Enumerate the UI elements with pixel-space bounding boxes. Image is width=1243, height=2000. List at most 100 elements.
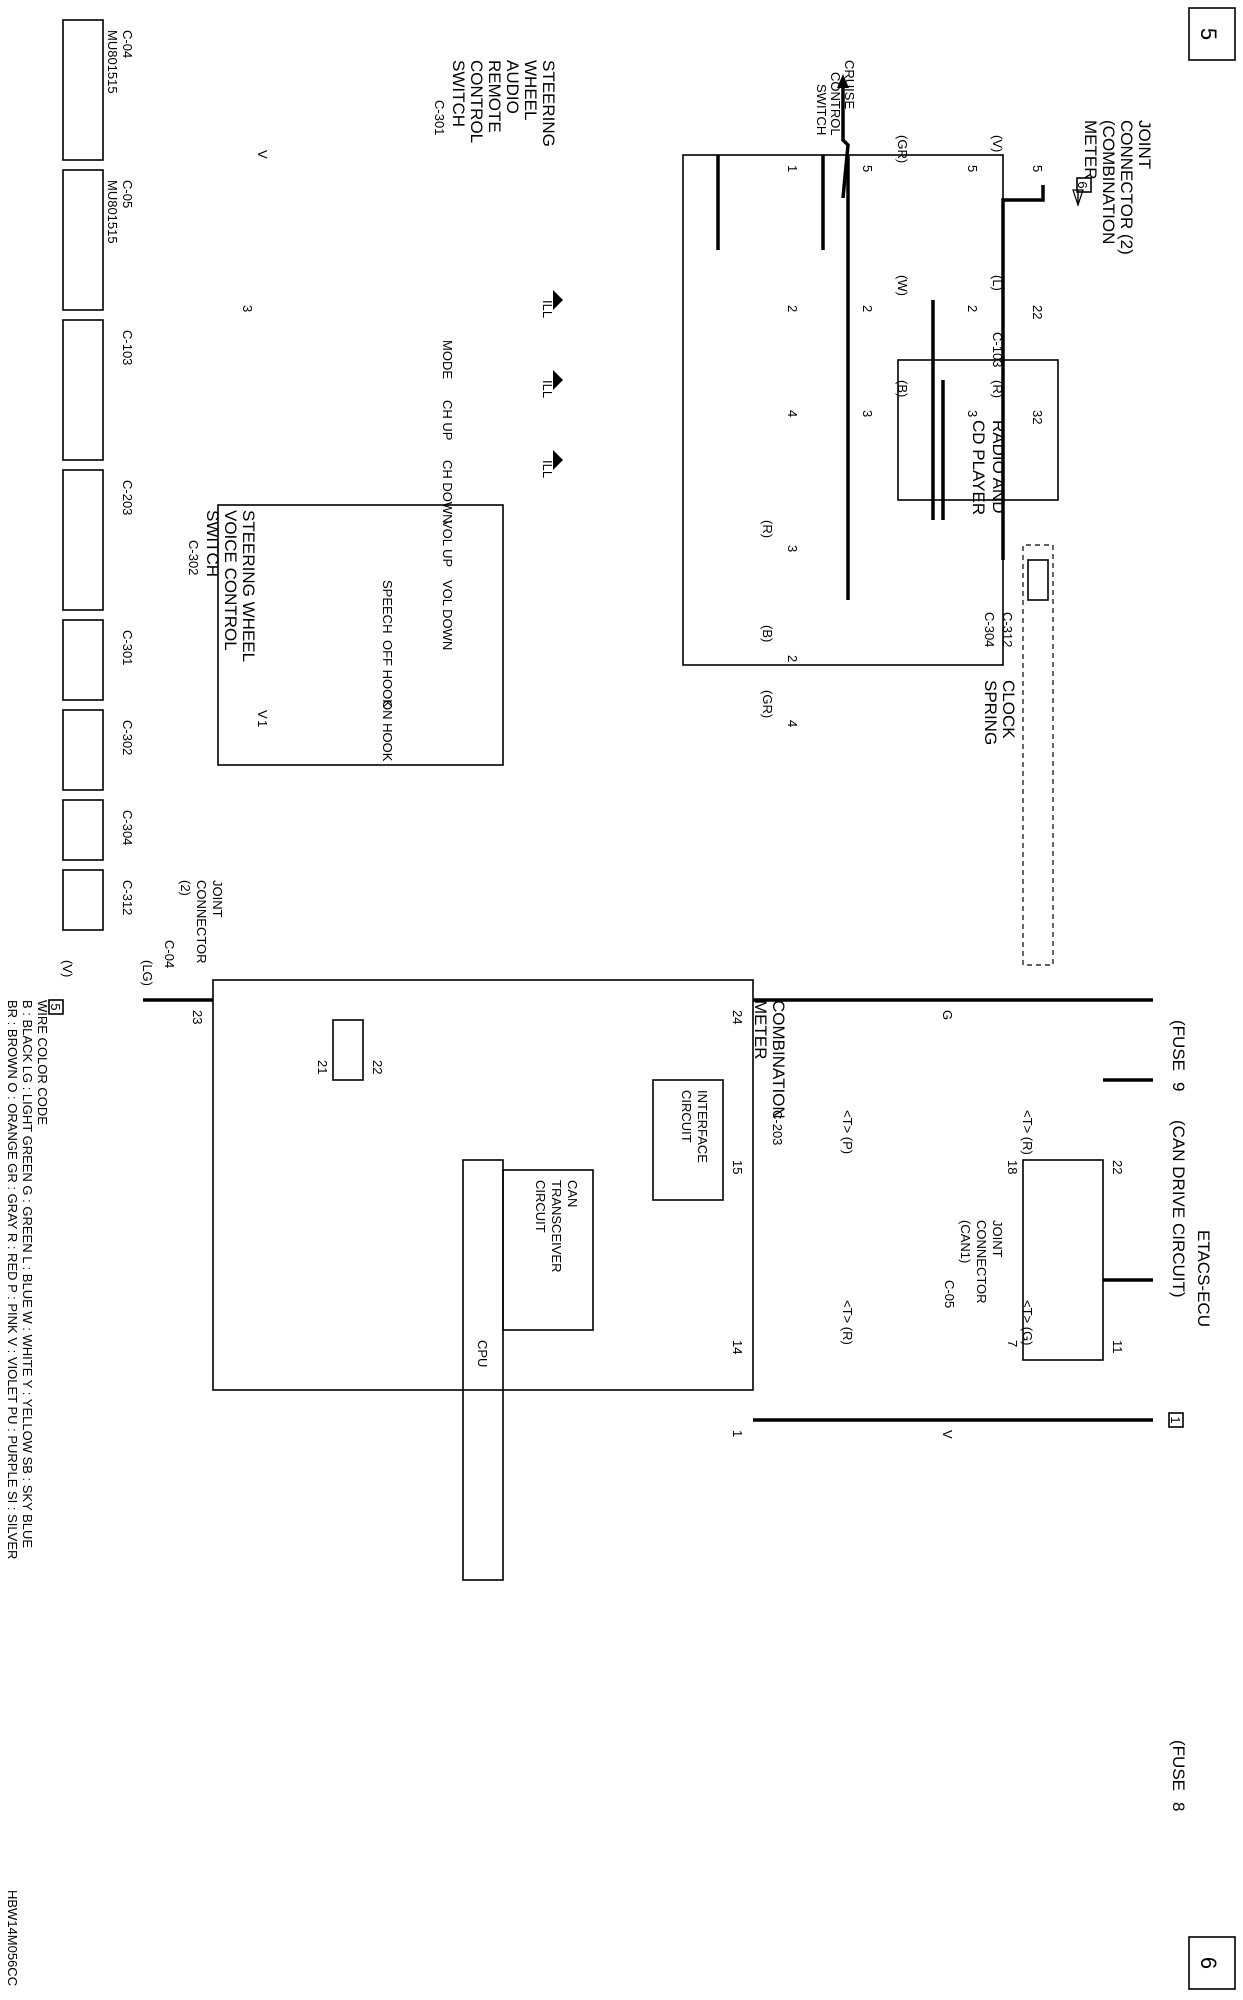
svg-text:WHEEL: WHEEL [521, 60, 540, 120]
svg-text:SWITCH: SWITCH [814, 84, 829, 135]
svg-text:2: 2 [965, 305, 980, 312]
right-wire-labels: G <T> (R) <T> (G) <T> (P) <T> (R) V (LG)… [60, 960, 1035, 1439]
ch-up-switch: CH UP [440, 400, 455, 440]
svg-text:(B): (B) [760, 625, 775, 642]
cpu-box [462, 1159, 504, 1581]
joint-connector-can-box [1022, 1159, 1104, 1361]
clock-spring-label: CLOCK [999, 680, 1018, 739]
connector-c103: C-103 [62, 319, 135, 461]
svg-text:C-301: C-301 [120, 630, 135, 665]
svg-text:METER: METER [751, 1000, 770, 1060]
svg-text:CIRCUIT: CIRCUIT [533, 1180, 548, 1233]
svg-text:(R): (R) [990, 380, 1005, 398]
svg-text:6: 6 [1075, 181, 1090, 188]
page-number-top: 5 [1188, 7, 1236, 61]
wire-v-top [1001, 185, 1045, 560]
svg-text:V: V [255, 150, 270, 159]
svg-text:STEERING: STEERING [539, 60, 558, 147]
audio-switches: MODE CH UP CH DOWN VOL UP VOL DOWN [440, 340, 455, 650]
svg-text:14: 14 [730, 1340, 745, 1354]
svg-text:VOICE CONTROL: VOICE CONTROL [221, 510, 240, 651]
svg-text:11: 11 [1110, 1340, 1125, 1354]
svg-text:C-103: C-103 [120, 330, 135, 365]
can-drive-label: (CAN DRIVE CIRCUIT) [1169, 1120, 1188, 1298]
svg-text:CONNECTOR (2): CONNECTOR (2) [1117, 120, 1136, 255]
svg-text:CRUISE: CRUISE [842, 60, 857, 109]
svg-text:32: 32 [1030, 410, 1045, 424]
joint-can-label: JOINT CONNECTOR (CAN1) C-05 [942, 1220, 1005, 1308]
svg-text:(R): (R) [760, 520, 775, 538]
svg-text:3: 3 [240, 305, 255, 312]
on-hook-switch: ON HOOK [380, 700, 395, 762]
interface-circuit-box [652, 1079, 724, 1201]
svg-text:3: 3 [785, 545, 800, 552]
svg-text:4: 4 [785, 720, 800, 727]
ground-ref-5: 5 [48, 999, 64, 1015]
svg-text:22: 22 [1110, 1160, 1125, 1174]
svg-text:2: 2 [860, 305, 875, 312]
connector-c302: C-302 [62, 709, 135, 791]
svg-text:<T> (R): <T> (R) [840, 1300, 855, 1345]
svg-text:(2): (2) [178, 880, 193, 896]
svg-text:<T> (P): <T> (P) [840, 1110, 855, 1154]
svg-text:COMBINATION: COMBINATION [769, 1000, 788, 1119]
svg-text:JOINT: JOINT [990, 1220, 1005, 1258]
svg-text:5: 5 [48, 1003, 63, 1010]
voice-switch-label: STEERING WHEEL VOICE CONTROL SWITCH C-30… [186, 510, 258, 662]
fuse-ref-1: 1 [1168, 1412, 1184, 1428]
svg-text:(CAN1): (CAN1) [958, 1220, 973, 1263]
voice-switches: SPEECH OFF HOOK ON HOOK [380, 580, 395, 762]
svg-text:1: 1 [730, 1430, 745, 1437]
svg-text:(L): (L) [990, 275, 1005, 291]
svg-text:STEERING WHEEL: STEERING WHEEL [239, 510, 258, 662]
svg-text:1: 1 [1168, 1416, 1183, 1423]
svg-text:TRANSCEIVER: TRANSCEIVER [549, 1180, 564, 1272]
svg-text:G: G [940, 1010, 955, 1020]
svg-text:C-301: C-301 [432, 100, 447, 135]
svg-text:JOINT: JOINT [1135, 120, 1154, 169]
svg-text:23: 23 [190, 1010, 205, 1024]
svg-text:WIRE COLOR CODE: WIRE COLOR CODE [35, 1000, 50, 1125]
connector-c312: C-312 [62, 869, 135, 931]
svg-text:CONNECTOR: CONNECTOR [974, 1220, 989, 1304]
svg-text:(V): (V) [990, 135, 1005, 152]
cruise-wire [841, 88, 850, 199]
svg-text:6: 6 [1196, 1957, 1221, 1969]
svg-text:(COMBINATION: (COMBINATION [1099, 120, 1118, 244]
connector-c203: C-203 [62, 469, 135, 611]
svg-text:C-203: C-203 [770, 1110, 785, 1145]
figure-id: HBW14M056CC [5, 1890, 20, 1986]
svg-text:22: 22 [1030, 305, 1045, 319]
right-pin-numbers: 24 22 11 18 7 15 14 1 23 22 21 [190, 1010, 1125, 1437]
svg-text:15: 15 [730, 1160, 745, 1174]
svg-text:SWITCH: SWITCH [449, 60, 468, 127]
svg-text:JOINT: JOINT [210, 880, 225, 918]
svg-text:ILL: ILL [540, 300, 555, 318]
audio-switch-box [682, 154, 1004, 666]
svg-text:C-04: C-04 [120, 30, 135, 58]
joint-connector-2-box [332, 1019, 364, 1081]
svg-text:5: 5 [860, 165, 875, 172]
vol-up-switch: VOL UP [440, 520, 455, 567]
svg-text:8: 8 [1169, 1802, 1188, 1811]
svg-text:B : BLACK LG : LIGHT GREEN: B : BLACK LG : LIGHT GREEN G : GREEN L :… [20, 1000, 35, 1548]
page-number-bottom: 6 [1188, 1936, 1236, 1990]
combination-meter-box [212, 979, 754, 1391]
svg-text:<T> (G): <T> (G) [1020, 1300, 1035, 1346]
svg-text:BR : BROWN O : ORANGE GR: BR : BROWN O : ORANGE GR : GRAY R : RED … [5, 1000, 20, 1559]
svg-text:CONTROL: CONTROL [467, 60, 486, 143]
svg-text:(W): (W) [895, 275, 910, 296]
svg-text:4: 4 [785, 410, 800, 417]
svg-text:(B): (B) [895, 380, 910, 397]
svg-text:3: 3 [860, 410, 875, 417]
voice-switch-box [217, 504, 504, 766]
svg-text:2: 2 [785, 655, 800, 662]
radio-label: RADIO AND [989, 420, 1008, 514]
svg-text:C-04: C-04 [162, 940, 177, 968]
svg-text:SPRING: SPRING [981, 680, 1000, 745]
svg-text:CD PLAYER: CD PLAYER [969, 420, 988, 515]
connector-c301: C-301 [62, 619, 135, 701]
